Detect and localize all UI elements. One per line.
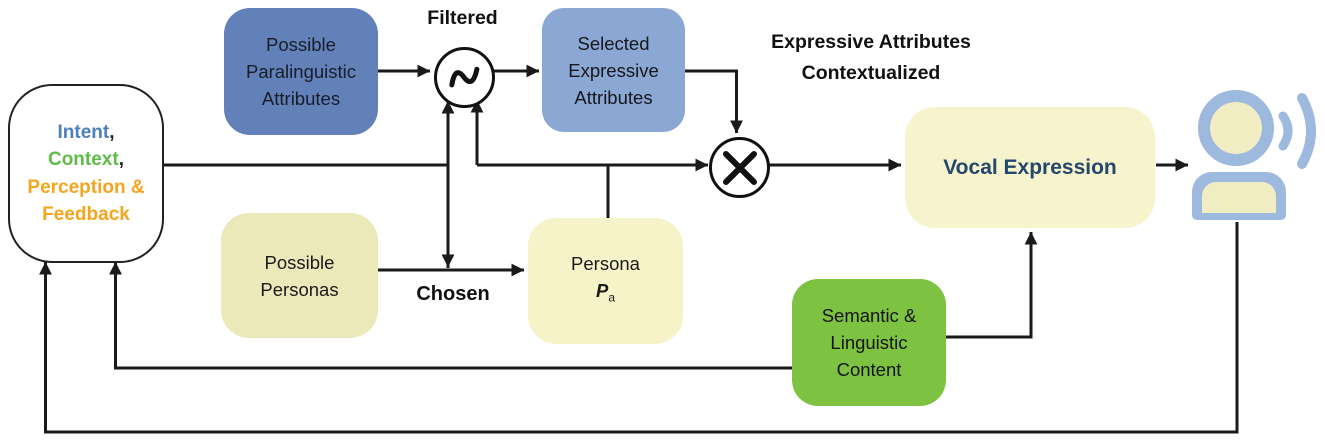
edge-selected-to-multiplier bbox=[684, 69, 743, 134]
sine-wave-filter-icon bbox=[434, 47, 495, 108]
person-body-fill bbox=[1202, 182, 1276, 213]
box-text-line: Possible bbox=[264, 251, 335, 273]
box-text-line: Content bbox=[836, 359, 902, 380]
box-text-line: Persona bbox=[571, 253, 640, 275]
person-body bbox=[1192, 172, 1286, 220]
persona-symbol: Pa bbox=[595, 280, 616, 305]
box-text-line: Expressive bbox=[568, 59, 659, 81]
box-text-line: Linguistic bbox=[830, 332, 908, 353]
box-text-line: Attributes bbox=[574, 86, 653, 108]
person-head bbox=[1198, 90, 1274, 166]
semantic-linguistic-content-box: Semantic & Linguistic Content bbox=[792, 279, 946, 406]
box-text-line: Personas bbox=[260, 278, 339, 300]
expressive-attributes-contextualized-label: Expressive Attributes Contextualized bbox=[757, 27, 985, 89]
perception-line: Perception & bbox=[27, 176, 145, 198]
chosen-label: Chosen bbox=[416, 283, 490, 305]
sound-waves-icon bbox=[1278, 93, 1316, 169]
edge-semantic-feedback-to-intent bbox=[109, 261, 792, 370]
multiply-junction-icon bbox=[709, 137, 770, 198]
vocal-expression-box: Vocal Expression bbox=[905, 107, 1155, 228]
contextualized-line1: Expressive Attributes bbox=[771, 31, 971, 53]
box-text-line: Possible bbox=[266, 34, 336, 55]
box-text-line: Paralinguistic bbox=[245, 61, 357, 82]
box-text-line: Semantic & bbox=[821, 305, 917, 326]
box-text-line: Selected bbox=[577, 32, 650, 54]
sine-wave-glyph bbox=[448, 66, 479, 87]
multiply-glyph bbox=[722, 150, 757, 185]
speaking-person-icon bbox=[1190, 88, 1322, 228]
edge-semantic-to-vocal bbox=[946, 231, 1038, 339]
persona-pa-box: Persona Pa bbox=[528, 218, 683, 344]
vocal-expression-label: Vocal Expression bbox=[943, 155, 1117, 179]
feedback-line: Feedback bbox=[42, 204, 130, 225]
intent-context-box: Intent, Context, Perception & Feedback bbox=[8, 84, 164, 263]
selected-expressive-attributes-box: Selected Expressive Attributes bbox=[542, 8, 685, 132]
box-text-line: Attributes bbox=[261, 88, 341, 109]
intent-line: Intent, bbox=[57, 121, 115, 143]
possible-personas-box: Possible Personas bbox=[221, 213, 378, 338]
contextualized-line2: Contextualized bbox=[801, 62, 941, 84]
edge-listener-feedback-to-intent bbox=[39, 222, 1239, 434]
possible-paralinguistic-attributes-box: Possible Paralinguistic Attributes bbox=[224, 8, 378, 135]
filtered-label: Filtered bbox=[427, 7, 498, 29]
context-line: Context, bbox=[47, 149, 124, 170]
